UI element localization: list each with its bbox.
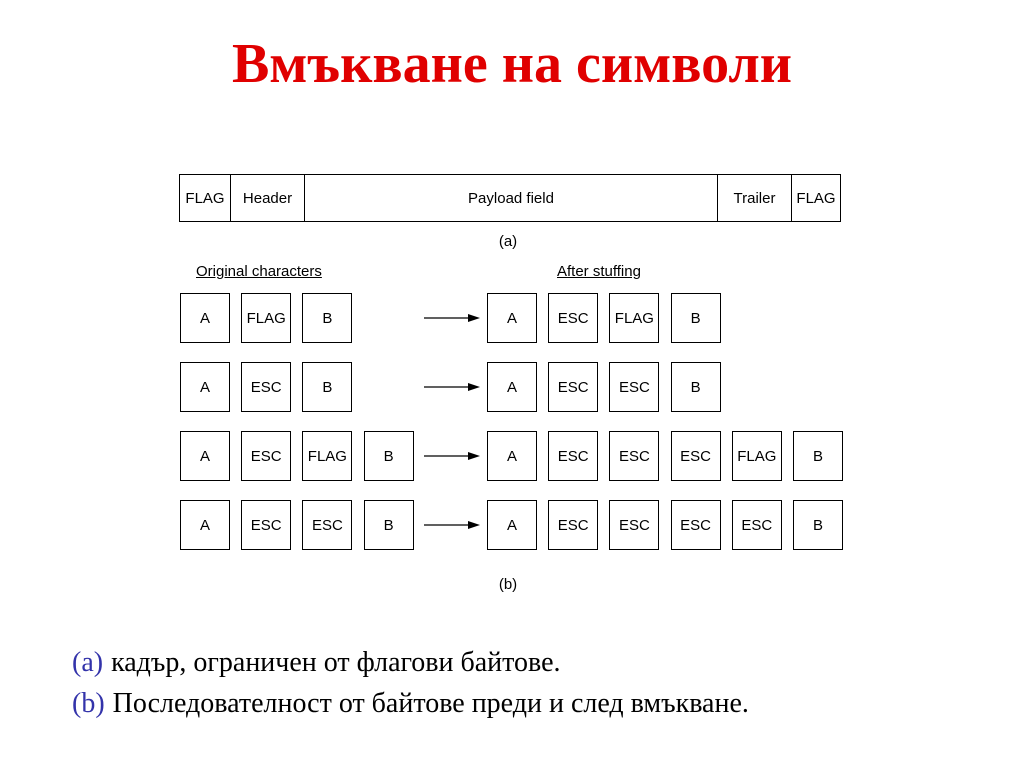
original-byte-box: ESC	[241, 362, 292, 412]
original-byte-box: B	[302, 362, 353, 412]
stuffed-byte-box: A	[487, 431, 537, 481]
stuffed-byte-box: B	[670, 362, 721, 412]
stuffed-byte-box: FLAG	[731, 431, 782, 481]
stuffed-byte-box: A	[487, 293, 537, 343]
caption-a: (a)кадър, ограничен от флагови байтове.	[72, 645, 561, 681]
stuffed-byte-box: ESC	[548, 362, 599, 412]
after-stuffing-heading: After stuffing	[557, 263, 641, 280]
stuffed-byte-box: ESC	[670, 431, 721, 481]
slide-title: Вмъкване на символи	[231, 33, 793, 95]
caption-a-text: кадър, ограничен от флагови байтове.	[111, 647, 561, 678]
frame-diagram: FLAG Header Payload field Trailer FLAG	[179, 174, 841, 222]
original-byte-box: A	[180, 293, 230, 343]
original-byte-box: ESC	[241, 500, 292, 550]
frame-field-payload: Payload field	[305, 175, 718, 221]
frame-field-trailer: Trailer	[718, 175, 792, 221]
original-byte-box: ESC	[302, 500, 353, 550]
figure-label-a: (a)	[498, 233, 518, 250]
caption-b: (b)Последователност от байтове преди и с…	[72, 686, 749, 722]
original-byte-box: B	[363, 500, 414, 550]
right-arrow-icon	[424, 383, 480, 391]
original-characters-heading: Original characters	[196, 263, 322, 280]
stuffed-byte-box: B	[670, 293, 721, 343]
stuffed-byte-box: ESC	[609, 500, 660, 550]
original-byte-box: A	[180, 431, 230, 481]
stuffed-byte-box: ESC	[670, 500, 721, 550]
caption-b-text: Последователност от байтове преди и след…	[112, 688, 749, 719]
stuffed-byte-box: ESC	[548, 500, 599, 550]
frame-field-header: Header	[231, 175, 305, 221]
right-arrow-icon	[424, 521, 480, 529]
stuffed-byte-box: A	[487, 362, 537, 412]
stuffed-byte-box: B	[793, 431, 843, 481]
original-byte-box: FLAG	[302, 431, 353, 481]
original-byte-box: B	[302, 293, 353, 343]
original-byte-box: ESC	[241, 431, 292, 481]
original-byte-box: B	[363, 431, 414, 481]
caption-a-tag: (a)	[72, 647, 104, 678]
stuffed-byte-box: ESC	[609, 362, 660, 412]
stuffed-byte-box: FLAG	[609, 293, 660, 343]
right-arrow-icon	[424, 314, 480, 322]
frame-field-flag-end: FLAG	[796, 189, 836, 207]
original-byte-box: A	[180, 500, 230, 550]
stuffed-byte-box: ESC	[731, 500, 782, 550]
original-byte-box: FLAG	[241, 293, 292, 343]
caption-b-tag: (b)	[72, 688, 105, 719]
original-byte-box: A	[180, 362, 230, 412]
right-arrow-icon	[424, 452, 480, 460]
frame-field-flag-start: FLAG	[180, 175, 231, 221]
stuffed-byte-box: ESC	[548, 431, 599, 481]
figure-label-b: (b)	[498, 576, 518, 593]
stuffed-byte-box: ESC	[548, 293, 599, 343]
stuffed-byte-box: B	[793, 500, 843, 550]
stuffed-byte-box: A	[487, 500, 537, 550]
stuffed-byte-box: ESC	[609, 431, 660, 481]
